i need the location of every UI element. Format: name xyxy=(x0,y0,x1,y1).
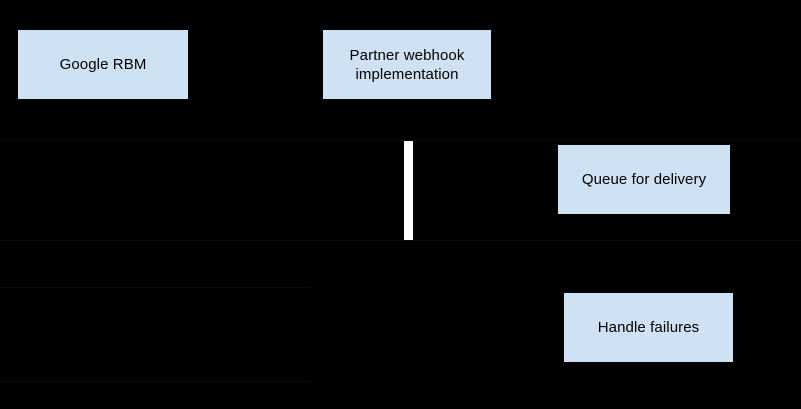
node-google-rbm[interactable]: Google RBM xyxy=(18,30,188,99)
band-edge xyxy=(0,381,310,382)
band-edge xyxy=(0,287,310,288)
band-edge xyxy=(0,140,801,141)
connector-vertical-segment xyxy=(404,141,413,240)
node-handle-failures[interactable]: Handle failures xyxy=(564,293,733,362)
node-queue-for-delivery[interactable]: Queue for delivery xyxy=(558,145,730,214)
band-edge xyxy=(0,240,801,241)
node-partner-webhook-implementation[interactable]: Partner webhook implementation xyxy=(323,30,491,99)
